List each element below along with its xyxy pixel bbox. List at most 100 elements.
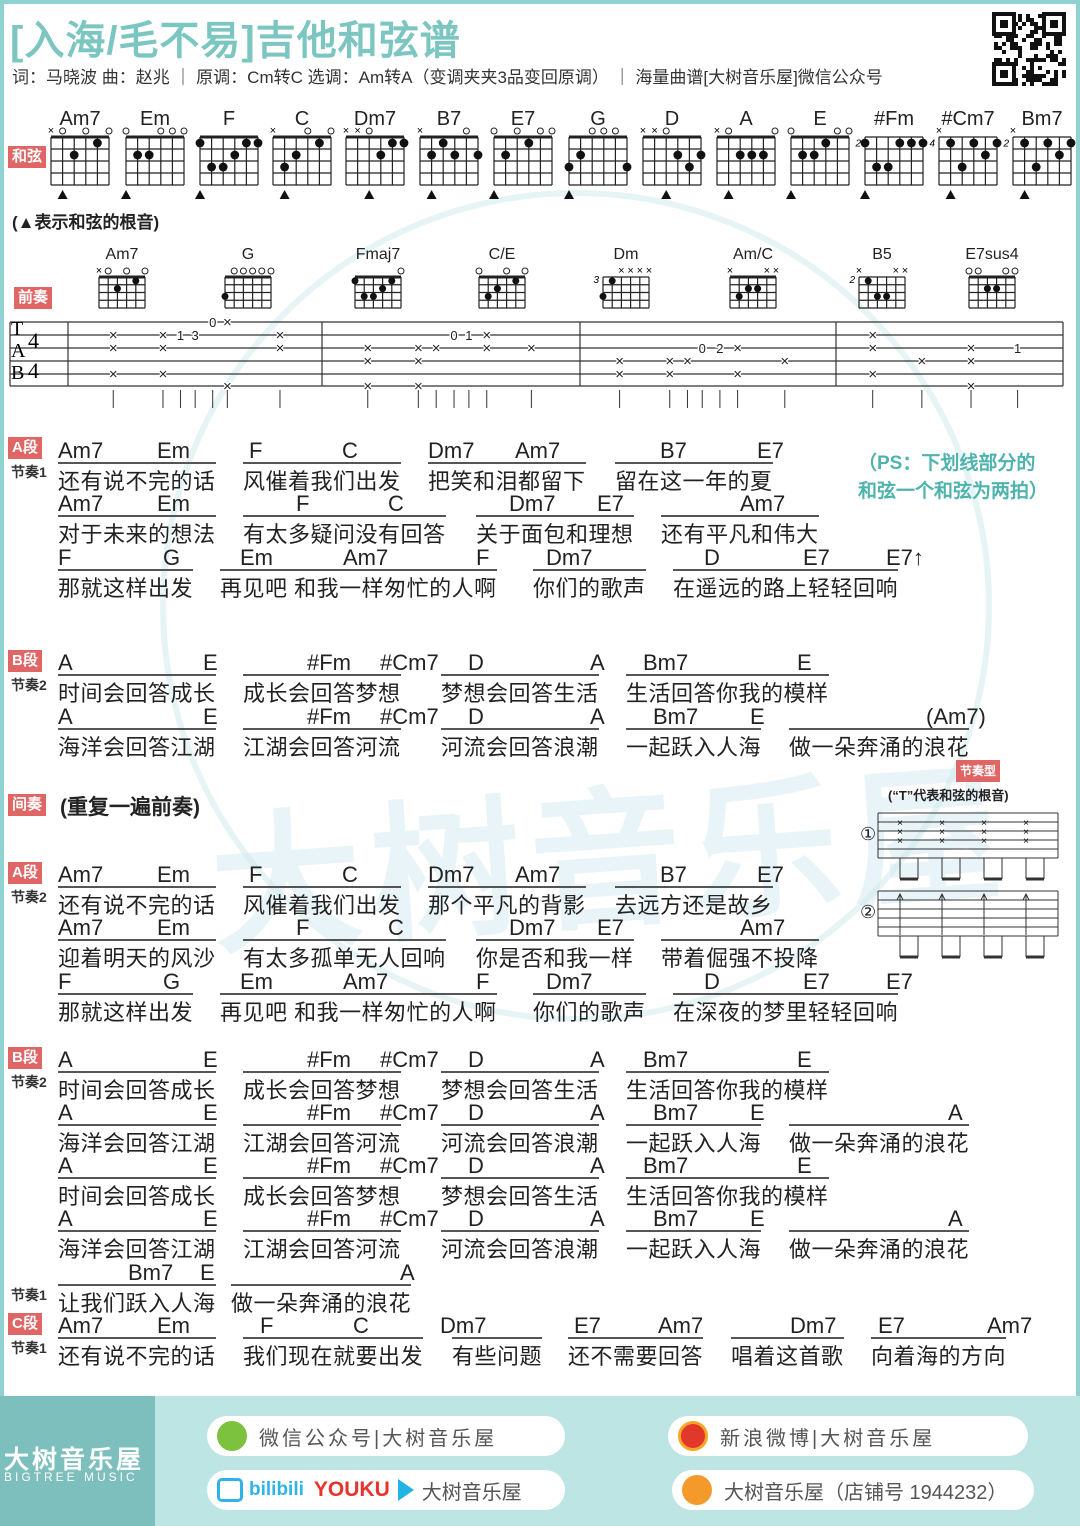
finger-dot [747,150,757,160]
lyric-phrase: 在深夜的梦里轻轻回响 [673,993,899,1027]
qr-module [1014,46,1018,50]
chord-symbol: A [400,1260,415,1285]
chord-symbol: #Cm7 [380,1153,439,1178]
chord-symbol: Am7 [658,1313,704,1338]
chord-symbol: Dm7 [546,545,593,570]
finger-dot [195,138,205,148]
chord-symbol: A [58,704,73,729]
weibo-link[interactable]: 新浪微博|大树音乐屋 [668,1416,1028,1456]
qr-module [1058,50,1062,54]
chord-symbol: Am7 [343,545,389,570]
chord-symbol: #Fm [307,704,351,729]
mute-mark: × [773,265,779,277]
weibo-icon [678,1421,708,1451]
root-triangle [279,190,290,199]
finger-dot [484,292,492,300]
open-mark [611,127,619,135]
qr-module [1062,70,1066,74]
finger-dot [946,138,956,148]
chord-symbol: F [476,545,490,570]
finger-dot [883,292,891,300]
chord-symbol: Em [157,915,190,940]
taobao-link[interactable]: 大树音乐屋（店铺号 1944232） [672,1470,1034,1510]
pattern-note: × [897,827,903,838]
lyric-phrase: 一起跃入人海 [626,1124,762,1158]
qr-module [1054,70,1058,74]
mute-mark: × [343,125,349,137]
chord-symbol: D [468,1153,484,1178]
qr-module [1050,54,1054,58]
chord-name: E7 [510,108,536,130]
base-fret: 4 [929,139,935,150]
prelude-chord-name: G [241,246,255,263]
finger-dot [1020,138,1030,148]
tab-note: × [109,366,118,383]
chord-row-label: 和弦 [8,146,47,168]
open-mark [965,267,973,275]
open-mark [787,127,795,135]
rhythm-pattern-note: (“T”代表和弦的根音) [888,788,1009,803]
tab-note: × [432,340,441,357]
tab-note: 0 [699,341,706,356]
qr-module [1034,78,1038,82]
chord-symbol: D [468,1100,484,1125]
finger-dot [860,138,870,148]
chord-symbol: A [590,1100,605,1125]
qr-code [992,12,1066,86]
open-mark [536,127,544,135]
qr-module [1054,38,1058,42]
qr-module [1054,78,1058,82]
chord-symbol: Dm7 [509,915,556,940]
qr-module [1058,62,1062,66]
root-triangle [945,190,956,199]
finger-dot [133,150,143,160]
mute-mark: × [893,265,899,277]
tab-note: × [527,340,536,357]
tab-note: × [615,353,624,370]
tab-note: × [363,378,372,395]
chord-symbol: E [750,704,765,729]
lyric-phrase: 梦想会回答生活 [441,1071,599,1105]
tab-note: × [363,340,372,357]
chord-symbol: B7 [660,438,687,463]
brand-name: 大树音乐屋 [4,1446,145,1474]
chord-symbol: A [58,650,73,675]
video-links[interactable]: bilibili YOUKU 大树音乐屋 [207,1470,565,1510]
tab-note: × [159,366,168,383]
open-mark [59,127,67,135]
qr-module [1050,50,1054,54]
lyric-phrase: 时间会回答成长 [58,1177,216,1211]
mute-mark: × [856,265,862,277]
chord-name: Em [140,108,170,130]
chord-symbol: Bm7 [653,704,699,729]
qr-module [1050,58,1054,62]
wechat-link[interactable]: 微信公众号|大树音乐屋 [207,1416,565,1456]
strum-arrow-head [980,892,988,901]
finger-dot [438,138,448,148]
lyric-phrase: 向着海的方向 [871,1337,1007,1371]
chord-diagrams: ××××××××2×4×2 [48,125,1076,199]
chord-symbol: D [468,1206,484,1231]
open-mark [397,267,405,275]
qr-module [1054,82,1058,86]
chord-name: #Cm7 [941,108,995,130]
chord-symbol: Bm7 [643,1047,689,1072]
qr-module [1054,54,1058,58]
chord-symbol: E [797,1153,812,1178]
finger-dot [241,138,251,148]
open-mark [1011,267,1019,275]
strum-arrow-head [938,892,946,901]
tab-note: 1 [1014,341,1021,356]
section-label: B段 [8,1047,42,1069]
chord-name: Dm7 [353,108,397,130]
chord-symbol: D [468,650,484,675]
finger-dot [427,150,437,160]
tab-note: × [109,327,118,344]
finger-dot [1043,138,1053,148]
mute-mark: × [354,125,360,137]
finger-dot [113,285,121,293]
chord-symbol: D [468,1047,484,1072]
finger-dot [280,162,290,172]
rhythm-label: 节奏2 [11,889,47,905]
